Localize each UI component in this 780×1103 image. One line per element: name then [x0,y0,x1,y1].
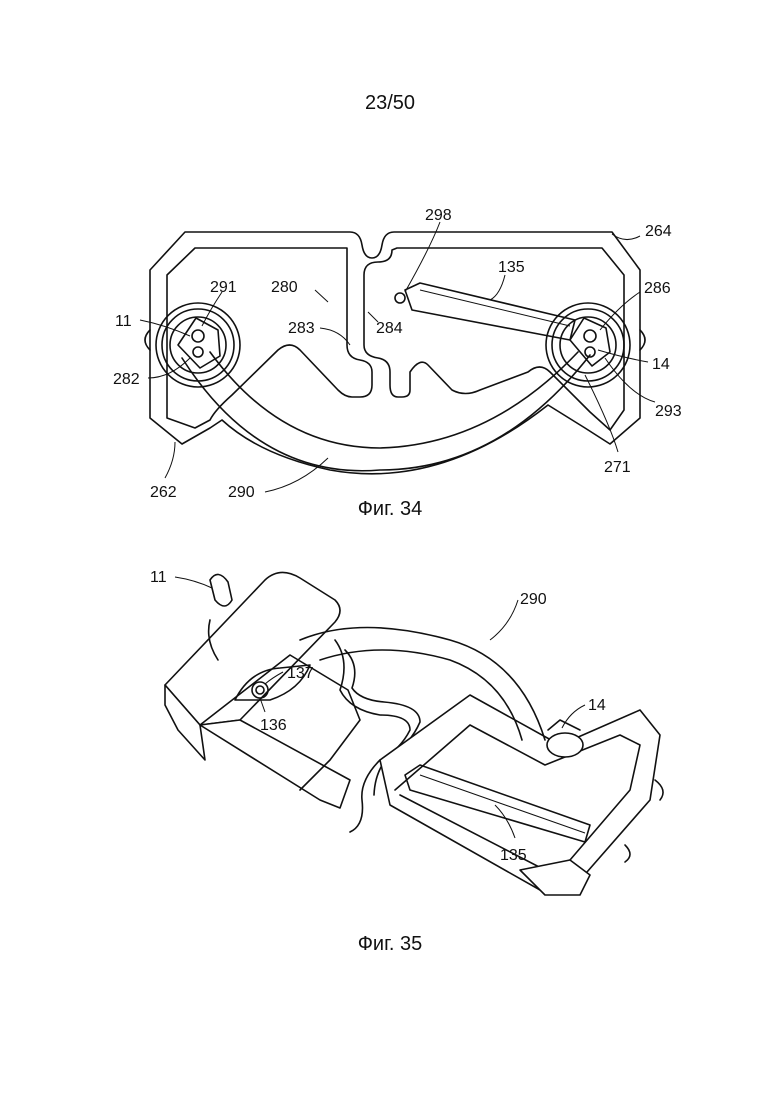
leader-262 [165,442,175,478]
figure-34: 298 264 135 291 280 286 11 283 284 14 28… [0,190,780,500]
left-chamber [167,248,372,428]
figure-35-drawing: 11 290 137 14 136 135 [0,555,780,925]
left-block-top [165,572,340,725]
label-135: 135 [500,847,527,864]
page-number: 23/50 [0,92,780,115]
housing-outer [150,232,640,474]
figure-35-caption: Фиг. 35 [0,933,780,956]
channel-290-inner [210,352,578,448]
port-11 [210,574,232,606]
figure-34-drawing: 298 264 135 291 280 286 11 283 284 14 28… [0,190,780,500]
rod-135-line [420,290,570,326]
label-293: 293 [655,403,682,420]
label-286: 286 [644,280,671,297]
label-264: 264 [645,223,672,240]
label-271: 271 [604,459,631,476]
label-280: 280 [271,279,298,296]
left-port-hole-upper [192,330,204,342]
label-11: 11 [115,313,132,330]
label-284: 284 [376,320,403,337]
leader-283 [320,328,350,345]
leader-280 [315,290,328,302]
label-298: 298 [425,207,452,224]
label-282: 282 [113,371,140,388]
right-tab-b [625,845,630,862]
label-291: 291 [210,279,237,296]
label-11: 11 [150,569,167,586]
rod-135 [405,283,575,340]
label-14: 14 [588,697,606,714]
label-137: 137 [287,665,314,682]
left-port-ring-outer [156,303,240,387]
pin-298 [395,293,405,303]
label-135: 135 [498,259,525,276]
leader-290 [265,458,328,492]
label-14: 14 [652,356,670,373]
leader-290 [490,600,518,640]
left-port-hole-lower [193,347,203,357]
leader-14 [562,705,585,728]
label-290: 290 [520,591,547,608]
right-port-hole-upper [584,330,596,342]
leader-11 [175,577,212,588]
label-136: 136 [260,717,287,734]
figure-34-caption: Фиг. 34 [0,498,780,521]
leader-135 [490,275,505,300]
right-tab-a [655,780,663,800]
figure-35: 11 290 137 14 136 135 [0,555,780,925]
label-283: 283 [288,320,315,337]
port-14 [547,733,583,757]
